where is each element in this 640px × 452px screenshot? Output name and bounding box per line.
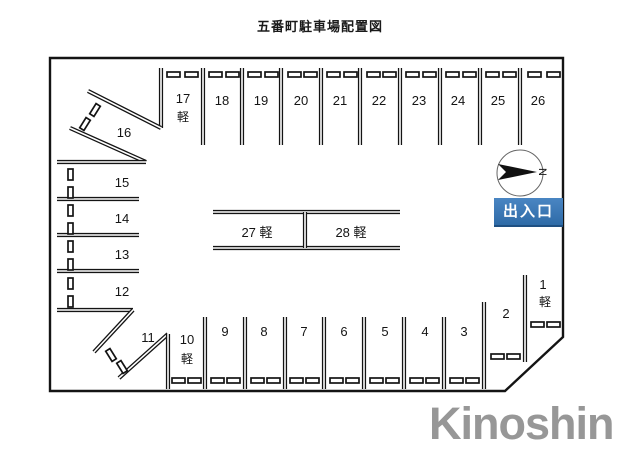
space-11-label: 11: [141, 330, 155, 345]
space-5-label: 5: [381, 324, 388, 339]
space-18-label: 18: [215, 93, 229, 108]
space-22-label: 22: [372, 93, 386, 108]
compass-north-label: N: [536, 168, 548, 176]
entrance-exit-badge: 出入口: [494, 198, 563, 227]
space-19-label: 19: [254, 93, 268, 108]
space-21-label: 21: [333, 93, 347, 108]
space-13-label: 13: [115, 247, 129, 262]
space-23-label: 23: [412, 93, 426, 108]
space-26-label: 26: [531, 93, 545, 108]
page-title: 五番町駐車場配置図: [256, 19, 383, 34]
wheel-stops-bottom: [171, 321, 561, 384]
watermark: Kinoshin: [429, 398, 614, 449]
compass-needle-icon: [498, 164, 537, 180]
space-7-label: 7: [300, 324, 307, 339]
space-28-label: 28 軽: [335, 225, 366, 240]
bottom-row-dividers: [202, 275, 528, 389]
space-1-kei: 軽: [539, 295, 551, 309]
top-row-dividers: [158, 68, 523, 145]
space-24-label: 24: [451, 93, 465, 108]
space-1-label: 1: [539, 277, 546, 292]
space-3-label: 3: [460, 324, 467, 339]
space-17-kei: 軽: [177, 110, 189, 124]
space-10-label: 10: [180, 332, 194, 347]
wheel-stops-top: [166, 71, 561, 78]
space-6-label: 6: [340, 324, 347, 339]
island-27-28: [213, 209, 400, 251]
space-9-label: 9: [221, 324, 228, 339]
space-8-label: 8: [260, 324, 267, 339]
space-27-label: 27 軽: [241, 225, 272, 240]
diagonal-dividers-16: [57, 89, 162, 165]
lot-boundary: [48, 56, 565, 393]
space-25-label: 25: [491, 93, 505, 108]
space-16-label: 16: [117, 125, 131, 140]
space-17-label: 17: [176, 91, 190, 106]
diagonal-dividers-11: [92, 308, 171, 389]
space-15-label: 15: [115, 175, 129, 190]
space-20-label: 20: [294, 93, 308, 108]
space-4-label: 4: [421, 324, 428, 339]
left-column-dividers: [57, 196, 139, 313]
space-10-kei: 軽: [181, 352, 193, 366]
wheel-stops-left: [67, 168, 74, 308]
space-2-label: 2: [502, 306, 509, 321]
space-12-label: 12: [115, 284, 129, 299]
wheel-stops-diagonal: [78, 102, 129, 375]
space-labels: 17 軽 18 19 20 21 22 23 24 25 26 16 15 14…: [115, 91, 551, 366]
space-14-label: 14: [115, 211, 129, 226]
compass: N: [496, 149, 548, 197]
